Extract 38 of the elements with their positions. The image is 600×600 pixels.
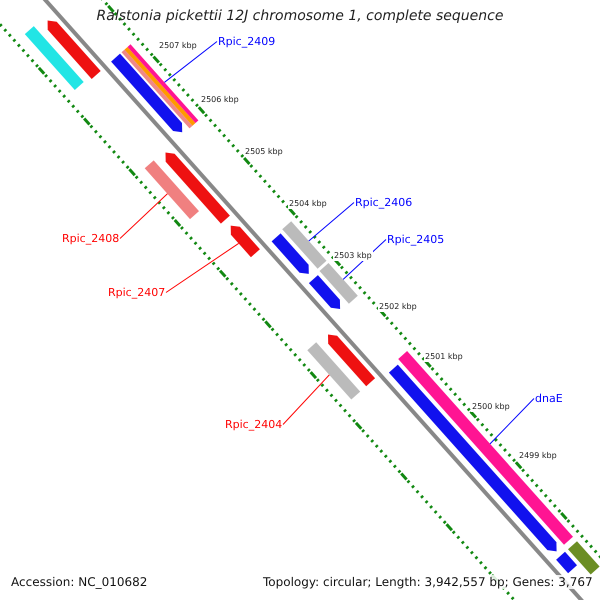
tick-label: 2507 kbp: [158, 41, 198, 51]
gene-bar: [272, 233, 309, 274]
leader-line: [490, 398, 534, 444]
gene-bar: [320, 263, 358, 304]
gene-label: Rpic_2407: [108, 286, 166, 300]
leader-line: [164, 41, 218, 83]
tick-label: 2503 kbp: [333, 251, 373, 261]
gene-bar: [307, 342, 360, 400]
gene-bar: [166, 152, 230, 224]
gene-bar: [398, 351, 573, 545]
leader-line: [120, 193, 168, 239]
gene-bar: [282, 221, 326, 269]
tick-label: 2502 kbp: [378, 302, 418, 312]
gene-bar: [328, 334, 376, 386]
gene-label: Rpic_2406: [355, 196, 412, 210]
gene-label: Rpic_2409: [218, 35, 276, 48]
gene-label: Rpic_2408: [62, 232, 120, 246]
leader-line: [308, 202, 354, 242]
gene-bar: [230, 226, 260, 258]
gene-bar: [111, 54, 182, 132]
gene-bar: [144, 160, 199, 220]
gene-bar: [48, 20, 101, 79]
gene-label: dnaE: [535, 392, 563, 406]
leader-line: [166, 242, 240, 293]
tick-label: 2506 kbp: [200, 95, 240, 105]
tick-label: 2505 kbp: [244, 147, 284, 157]
gene-label: Rpic_2405: [387, 233, 444, 246]
leader-line: [282, 374, 330, 425]
title: Ralstonia pickettii 12J chromosome 1, complete sequence: [96, 8, 504, 25]
tick-label: 2501 kbp: [424, 352, 464, 362]
gene-bar: [24, 26, 84, 90]
gene-label: Rpic_2404: [225, 418, 282, 432]
gene-bar: [556, 552, 577, 574]
tick-label: 2499 kbp: [518, 451, 558, 461]
gene-bar: [308, 275, 340, 309]
gene-bar: [568, 541, 600, 574]
tick-label: 2504 kbp: [288, 199, 328, 209]
tick-label: 2500 kbp: [471, 402, 511, 412]
